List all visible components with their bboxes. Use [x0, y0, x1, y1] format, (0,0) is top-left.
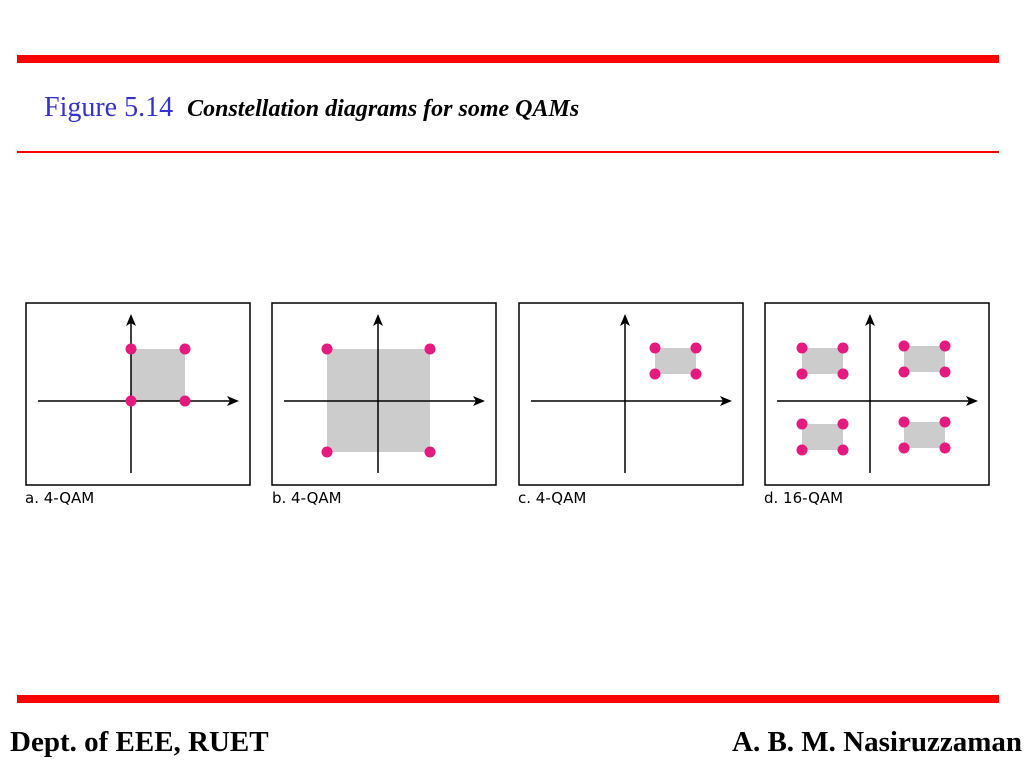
panel-c	[518, 302, 744, 486]
panel-d-point	[939, 366, 951, 378]
panel-c-frame	[518, 302, 744, 486]
panel-d-point	[939, 340, 951, 352]
figure-caption: Constellation diagrams for some QAMs	[187, 96, 580, 122]
panel-a-label: a. 4-QAM	[25, 489, 95, 507]
panel-d-region	[904, 346, 945, 372]
footer-author: A. B. M. Nasiruzzaman	[732, 726, 1022, 758]
panel-d-point	[898, 366, 910, 378]
panel-d	[764, 302, 990, 486]
bottom-rule	[17, 695, 999, 703]
panel-a	[25, 302, 251, 486]
slide-title: Figure 5.14 Constellation diagrams for so…	[44, 92, 579, 124]
figure-number: Figure 5.14	[44, 92, 174, 123]
panel-b-point	[321, 343, 333, 355]
panel-d-point	[898, 340, 910, 352]
panel-c-region	[655, 348, 696, 374]
panel-d-point	[796, 342, 808, 354]
panel-b-point	[424, 446, 436, 458]
panel-c-label: c. 4-QAM	[518, 489, 587, 507]
panel-a-region	[131, 349, 185, 401]
panel-b	[271, 302, 497, 486]
panel-d-point	[939, 416, 951, 428]
top-rule	[17, 55, 999, 63]
panel-d-frame	[764, 302, 990, 486]
panel-d-region	[802, 424, 843, 450]
panel-c-point	[690, 368, 702, 380]
panel-d-point	[796, 368, 808, 380]
panel-d-point	[796, 444, 808, 456]
panel-a-point	[125, 343, 137, 355]
panel-c-point	[649, 368, 661, 380]
title-rule	[17, 151, 999, 153]
panel-b-label: b. 4-QAM	[272, 489, 342, 507]
footer-department: Dept. of EEE, RUET	[10, 726, 269, 758]
panel-b-point	[321, 446, 333, 458]
panel-d-region	[904, 422, 945, 448]
panel-d-point	[898, 442, 910, 454]
panel-d-point	[898, 416, 910, 428]
panel-b-point	[424, 343, 436, 355]
panel-d-point	[939, 442, 951, 454]
panel-d-point	[837, 342, 849, 354]
panel-d-region	[802, 348, 843, 374]
panel-c-point	[649, 342, 661, 354]
panel-a-point	[125, 395, 137, 407]
panel-d-point	[837, 418, 849, 430]
panel-a-point	[179, 343, 191, 355]
panel-c-point	[690, 342, 702, 354]
panel-d-point	[837, 368, 849, 380]
panel-d-point	[796, 418, 808, 430]
panel-a-point	[179, 395, 191, 407]
panel-d-label: d. 16-QAM	[764, 489, 844, 507]
panel-d-point	[837, 444, 849, 456]
